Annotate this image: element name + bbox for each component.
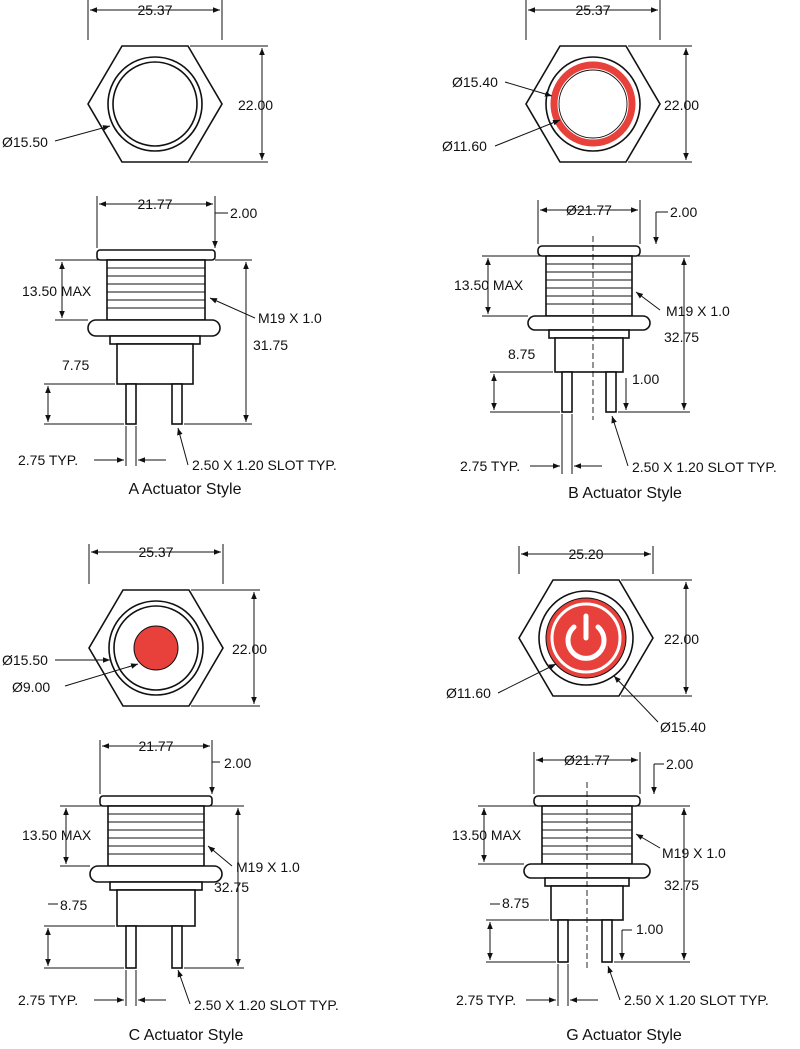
panel-a: 25.37 22.00 Ø15.50 xyxy=(2,0,337,498)
thread-length-dimension: 13.50 MAX xyxy=(452,827,522,843)
width-dimension: 25.20 xyxy=(568,546,603,562)
outer-diameter-dimension: Ø15.50 xyxy=(2,134,48,150)
pin-length-dimension: 7.75 xyxy=(62,357,89,373)
panel-a-top-view: 25.37 22.00 Ø15.50 xyxy=(2,0,273,163)
height-dimension: 22.00 xyxy=(664,97,699,113)
inner-diameter-dimension: Ø11.60 xyxy=(446,685,491,701)
total-length-dimension: 32.75 xyxy=(214,879,249,895)
panel-caption: B Actuator Style xyxy=(568,485,682,502)
panel-g-top-view: 25.20 22.00 Ø11.60 Ø15.40 xyxy=(446,546,706,735)
cap-height-dimension: 2.00 xyxy=(666,756,693,772)
aux-dimension: 1.00 xyxy=(632,371,659,387)
terminal-pin xyxy=(561,371,573,413)
washer xyxy=(548,329,630,339)
head-flange xyxy=(99,795,213,807)
terminal-pin xyxy=(171,925,183,969)
total-length-dimension: 32.75 xyxy=(664,877,699,893)
pin-pitch-dimension: 2.75 TYP. xyxy=(18,992,78,1008)
led-dot xyxy=(133,625,179,671)
thread-spec-label: M19 X 1.0 xyxy=(258,310,322,326)
head-flange xyxy=(96,249,216,261)
total-length-dimension: 32.75 xyxy=(664,329,699,345)
head-flange xyxy=(537,245,641,257)
slot-dimension: 2.50 X 1.20 SLOT TYP. xyxy=(194,997,339,1013)
power-icon xyxy=(565,624,607,661)
pin-length-dimension: 8.75 xyxy=(502,895,529,911)
terminal-pin xyxy=(605,371,617,413)
thread-length-dimension: 13.50 MAX xyxy=(454,277,524,293)
threaded-body xyxy=(545,255,633,317)
head-diameter-dimension: 21.77 xyxy=(137,196,172,212)
mounting-nut xyxy=(527,315,651,331)
panel-b-side-view: Ø21.77 2.00 13.50 MAX M19 X 1.0 32.75 8.… xyxy=(454,200,777,475)
outer-diameter-dimension: Ø15.40 xyxy=(452,74,498,90)
slot-dimension: 2.50 X 1.20 SLOT TYP. xyxy=(624,992,769,1008)
mounting-nut xyxy=(89,865,223,883)
thread-length-dimension: 13.50 MAX xyxy=(22,283,92,299)
panel-g-side-view: Ø21.77 2.00 13.50 MAX M19 X 1.0 32.75 8.… xyxy=(452,752,769,1008)
total-length-dimension: 31.75 xyxy=(253,337,288,353)
led-ring xyxy=(550,61,636,147)
panel-c-side-view: 21.77 2.00 13.50 MAX M19 X 1.0 32.75 8.7… xyxy=(18,738,339,1013)
slot-dimension: 2.50 X 1.20 SLOT TYP. xyxy=(632,459,777,475)
height-dimension: 22.00 xyxy=(232,641,267,657)
pin-pitch-dimension: 2.75 TYP. xyxy=(456,992,516,1008)
mounting-nut xyxy=(87,319,221,337)
panel-g: 25.20 22.00 Ø11.60 Ø15.40 xyxy=(446,546,769,1044)
outer-diameter-dimension: Ø15.50 xyxy=(2,652,48,668)
terminal-pin xyxy=(125,383,137,425)
panel-a-side-view: 21.77 2.00 13.50 MAX M19 X 1.0 31.75 7.7… xyxy=(18,196,337,473)
panel-b: 25.37 22.00 Ø15.40 Ø11.60 xyxy=(442,0,777,502)
height-dimension: 22.00 xyxy=(664,631,699,647)
head-diameter-dimension: Ø21.77 xyxy=(566,202,612,218)
inner-diameter-dimension: Ø9.00 xyxy=(12,679,50,695)
cap-height-dimension: 2.00 xyxy=(670,204,697,220)
aux-dimension: 1.00 xyxy=(636,921,663,937)
cap-height-dimension: 2.00 xyxy=(224,755,251,771)
head-diameter-dimension: 21.77 xyxy=(138,738,173,754)
width-dimension: 25.37 xyxy=(138,544,173,560)
head-diameter-dimension: Ø21.77 xyxy=(564,752,610,768)
width-dimension: 25.37 xyxy=(137,2,172,18)
terminal-pin xyxy=(125,925,137,969)
washer xyxy=(109,881,203,891)
switch-housing xyxy=(116,343,194,385)
thread-spec-label: M19 X 1.0 xyxy=(666,303,730,319)
washer xyxy=(109,335,201,345)
outer-diameter-dimension: Ø15.40 xyxy=(660,719,706,735)
pin-pitch-dimension: 2.75 TYP. xyxy=(18,452,78,468)
thread-spec-label: M19 X 1.0 xyxy=(236,859,300,875)
terminal-pin xyxy=(601,919,613,963)
slot-dimension: 2.50 X 1.20 SLOT TYP. xyxy=(192,457,337,473)
cap-height-dimension: 2.00 xyxy=(230,205,257,221)
width-dimension: 25.37 xyxy=(575,2,610,18)
thread-length-dimension: 13.50 MAX xyxy=(22,827,92,843)
pin-length-dimension: 8.75 xyxy=(60,897,87,913)
switch-housing xyxy=(554,337,624,373)
panel-c: 25.37 22.00 Ø15.50 Ø9.00 xyxy=(2,544,339,1044)
panel-b-top-view: 25.37 22.00 Ø15.40 Ø11.60 xyxy=(442,0,699,163)
terminal-pin xyxy=(557,919,569,963)
actuator-face xyxy=(112,61,198,147)
inner-diameter-dimension: Ø11.60 xyxy=(442,138,487,154)
panel-c-top-view: 25.37 22.00 Ø15.50 Ø9.00 xyxy=(2,544,267,707)
pin-length-dimension: 8.75 xyxy=(508,346,535,362)
pin-pitch-dimension: 2.75 TYP. xyxy=(460,458,520,474)
height-dimension: 22.00 xyxy=(238,97,273,113)
thread-spec-label: M19 X 1.0 xyxy=(662,845,726,861)
thread-lines xyxy=(107,267,205,309)
threaded-body xyxy=(107,805,205,867)
switch-housing xyxy=(116,889,196,927)
terminal-pin xyxy=(171,383,183,425)
threaded-body xyxy=(106,259,206,321)
bezel-ring xyxy=(545,56,641,152)
panel-caption: G Actuator Style xyxy=(566,1027,682,1044)
panel-caption: C Actuator Style xyxy=(129,1027,244,1044)
panel-caption: A Actuator Style xyxy=(129,481,242,498)
